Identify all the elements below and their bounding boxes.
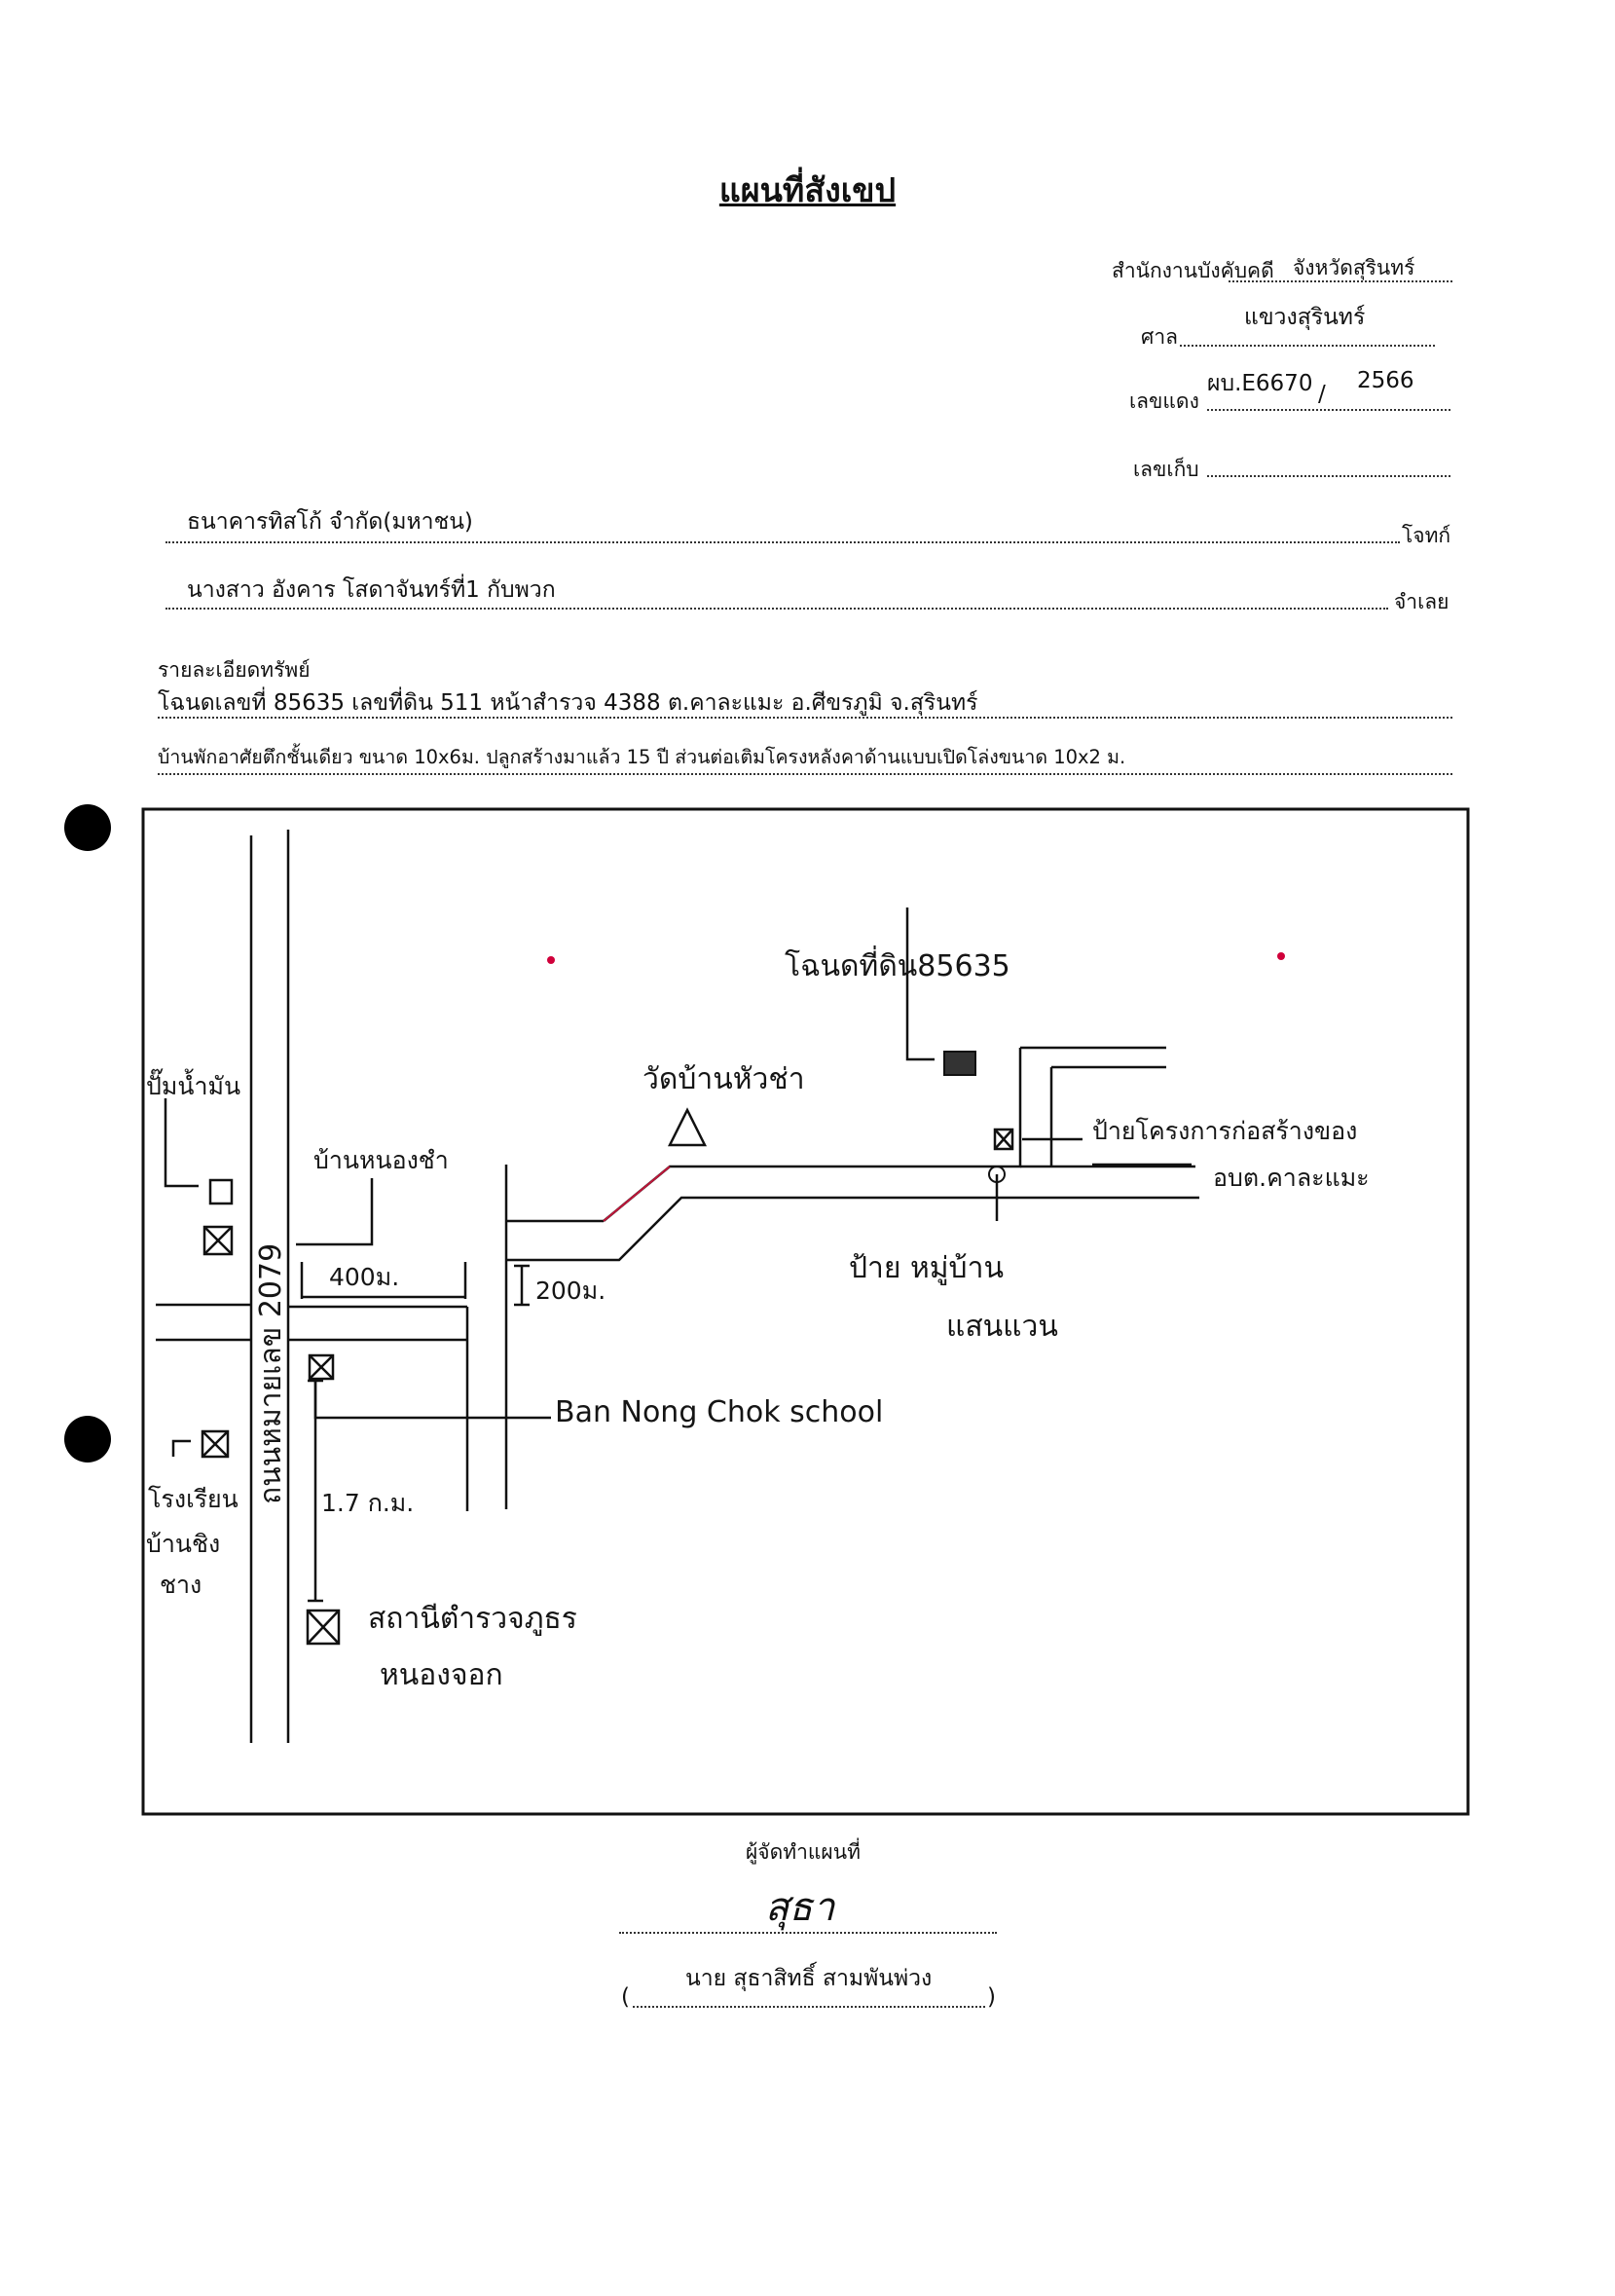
school-thai-pointer <box>171 1439 191 1457</box>
school-marker <box>308 1353 335 1381</box>
village-sign-label-2: แสนแวน <box>946 1310 1058 1344</box>
case-separator: / <box>1318 382 1326 407</box>
court-label: ศาล <box>1141 325 1178 349</box>
office-dotline <box>1229 280 1452 282</box>
map-frame <box>141 807 1470 1816</box>
punch-hole-bottom <box>64 1416 111 1463</box>
paren-close: ) <box>987 1984 996 2010</box>
village-house-label: บ้านหนองชำ <box>313 1146 449 1174</box>
paren-open: ( <box>621 1984 630 2010</box>
road-label: ถนนหมายเลข 2079 <box>254 1243 288 1504</box>
gas-station-pointer <box>164 1098 199 1188</box>
village-house-pointer <box>296 1178 374 1246</box>
school-en-label: Ban Nong Chok school <box>555 1395 883 1429</box>
defendant-name: นางสาว อังคาร โสดาจันทร์ที่1 กับพวก <box>187 577 556 603</box>
case-red-value: ผบ.E6670 <box>1207 371 1313 396</box>
school-thai-label-3: ชาง <box>160 1571 202 1599</box>
temple-label: วัดบ้านหัวช่า <box>642 1062 805 1096</box>
case-red-dotline <box>1207 409 1450 411</box>
maker-name: นาย สุธาสิทธิ์ สามพันพ่วง <box>685 1966 933 1991</box>
court-dotline <box>1180 345 1435 347</box>
office-label: สำนักงานบังคับคดี <box>1112 259 1274 282</box>
deed-label: โฉนดที่ดิน85635 <box>785 945 1010 983</box>
defendant-dotline <box>165 608 1388 610</box>
signature: สุธา <box>765 1885 835 1930</box>
property-heading: รายละเอียดทรัพย์ <box>158 658 311 682</box>
temple-icon <box>667 1107 708 1147</box>
dist-400-label: 400ม. <box>329 1263 399 1291</box>
project-sign-label-2: อบต.คาละแมะ <box>1213 1164 1370 1192</box>
plaintiff-name: ธนาคารทิสโก้ จำกัด(มหาชน) <box>187 509 473 535</box>
red-road-line <box>603 1166 671 1222</box>
property-line1-dotline <box>158 717 1452 719</box>
gas-station-marker-2 <box>202 1225 234 1256</box>
gas-station-marker-1 <box>208 1178 234 1205</box>
second-road-bottom-edge <box>506 1196 1199 1262</box>
village-sign-marker <box>988 1166 1006 1183</box>
court-value: แขวงสุรินทร์ <box>1244 305 1366 330</box>
red-mark <box>1277 952 1285 960</box>
case-red-year: 2566 <box>1357 368 1414 393</box>
deed-plot-marker <box>943 1051 976 1076</box>
signature-dotline <box>619 1932 997 1934</box>
property-line1: โฉนดเลขที่ 85635 เลขที่ดิน 511 หน้าสำรวจ… <box>158 690 978 716</box>
storage-dotline <box>1207 475 1450 477</box>
name-dotline <box>633 2006 985 2008</box>
project-sign-marker <box>993 1128 1014 1151</box>
page-title: แผนที่สังเขป <box>718 171 897 210</box>
school-thai-label-1: โรงเรียน <box>148 1485 239 1513</box>
deed-pointer <box>905 907 935 1061</box>
plaintiff-dotline <box>165 541 1400 543</box>
property-line2: บ้านพักอาศัยตึกชั้นเดียว ขนาด 10x6ม. ปลู… <box>158 746 1126 768</box>
village-sign-label-1: ป้าย หมู่บ้าน <box>849 1251 1004 1285</box>
school-thai-label-2: บ้านชิง <box>146 1530 220 1558</box>
defendant-label: จำเลย <box>1394 590 1450 613</box>
dist-200-label: 200ม. <box>535 1277 606 1305</box>
dist-1-7-label: 1.7 ก.ม. <box>321 1489 414 1517</box>
plaintiff-label: โจทก์ <box>1402 524 1451 547</box>
police-station-marker <box>306 1609 341 1646</box>
maker-label: ผู้จัดทำแผนที่ <box>746 1840 861 1864</box>
storage-label: เลขเก็บ <box>1133 458 1199 481</box>
punch-hole-top <box>64 804 111 851</box>
gas-station-label: ปั๊มน้ำมัน <box>146 1068 240 1100</box>
school-thai-marker <box>201 1429 230 1459</box>
police-label-2: หนองจอก <box>380 1658 503 1692</box>
project-sign-label-1: ป้ายโครงการก่อสร้างของ <box>1092 1117 1357 1145</box>
police-label-1: สถานีตำรวจภูธร <box>368 1602 577 1636</box>
case-red-label: เลขแดง <box>1129 389 1199 413</box>
school-en-pointer <box>313 1381 551 1420</box>
office-value: จังหวัดสุรินทร์ <box>1293 256 1415 279</box>
property-line2-dotline <box>158 773 1452 775</box>
red-mark <box>547 956 555 964</box>
